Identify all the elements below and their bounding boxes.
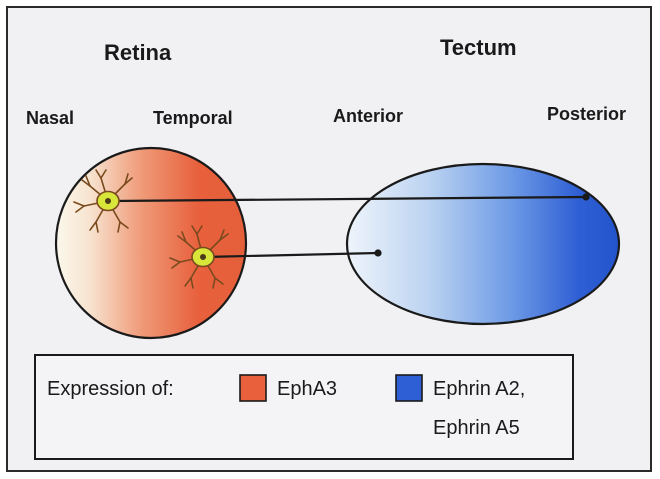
anterior-label: Anterior — [333, 106, 403, 126]
tectum-title: Tectum — [440, 35, 517, 60]
temporal-axon-terminal — [374, 249, 381, 256]
ephrin-label-line2: Ephrin A5 — [433, 417, 520, 439]
ephrin-swatch — [396, 375, 422, 401]
legend: Expression of: EphA3 Ephrin A2, Ephrin A… — [35, 355, 573, 459]
temporal-label: Temporal — [153, 108, 233, 128]
nasal-axon-terminal — [582, 193, 589, 200]
posterior-label: Posterior — [547, 104, 626, 124]
legend-caption: Expression of: — [47, 378, 174, 400]
tectum-shape — [347, 164, 619, 324]
legend-box — [35, 355, 573, 459]
epha3-label: EphA3 — [277, 378, 337, 400]
retina-title: Retina — [104, 40, 172, 65]
ephrin-label-line1: Ephrin A2, — [433, 378, 525, 400]
nasal-label: Nasal — [26, 108, 74, 128]
epha3-swatch — [240, 375, 266, 401]
